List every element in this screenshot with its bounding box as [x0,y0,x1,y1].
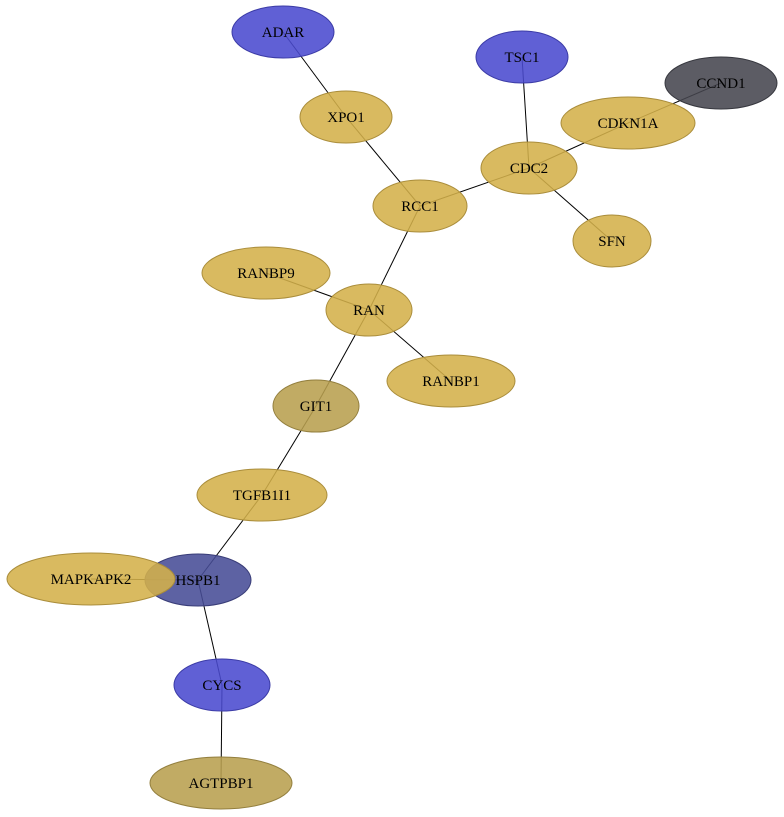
node-tsc1[interactable]: TSC1 [475,30,569,84]
node-cycs[interactable]: CYCS [173,658,271,712]
node-label: RANBP1 [422,374,480,390]
node-label: CDC2 [510,161,548,177]
node-adar[interactable]: ADAR [231,5,335,59]
node-cdkn1a[interactable]: CDKN1A [560,96,696,150]
node-label: TSC1 [504,50,539,66]
node-ellipse [201,246,331,300]
node-git1[interactable]: GIT1 [272,379,360,433]
node-ellipse [386,354,516,408]
node-ellipse [664,56,778,110]
node-ellipse [231,5,335,59]
node-label: ADAR [262,25,305,41]
node-label: XPO1 [327,110,365,126]
node-label: MAPKAPK2 [51,572,132,588]
node-ellipse [196,468,328,522]
node-hspb1[interactable]: HSPB1 [144,553,252,607]
node-label: RAN [353,303,385,319]
node-ellipse [572,214,652,268]
node-ellipse [325,283,413,337]
node-ccnd1[interactable]: CCND1 [664,56,778,110]
node-xpo1[interactable]: XPO1 [299,90,393,144]
node-label: AGTPBP1 [188,776,253,792]
node-label: GIT1 [300,399,333,415]
node-label: TGFB1I1 [233,488,291,504]
node-ellipse [272,379,360,433]
node-label: CDKN1A [598,116,659,132]
node-mapkapk2[interactable]: MAPKAPK2 [6,552,176,606]
node-ellipse [299,90,393,144]
node-ellipse [149,756,293,810]
node-ellipse [372,179,468,233]
node-ellipse [480,141,578,195]
node-label: CYCS [202,678,241,694]
node-label: CCND1 [696,76,745,92]
node-sfn[interactable]: SFN [572,214,652,268]
node-ranbp1[interactable]: RANBP1 [386,354,516,408]
node-agtpbp1[interactable]: AGTPBP1 [149,756,293,810]
node-ellipse [6,552,176,606]
node-ellipse [173,658,271,712]
node-ranbp9[interactable]: RANBP9 [201,246,331,300]
node-ran[interactable]: RAN [325,283,413,337]
node-ellipse [475,30,569,84]
node-label: RCC1 [401,199,439,215]
node-tgfb1i1[interactable]: TGFB1I1 [196,468,328,522]
node-cdc2[interactable]: CDC2 [480,141,578,195]
node-ellipse [560,96,696,150]
node-label: HSPB1 [175,573,220,589]
node-rcc1[interactable]: RCC1 [372,179,468,233]
node-label: RANBP9 [237,266,295,282]
node-label: SFN [598,234,626,250]
